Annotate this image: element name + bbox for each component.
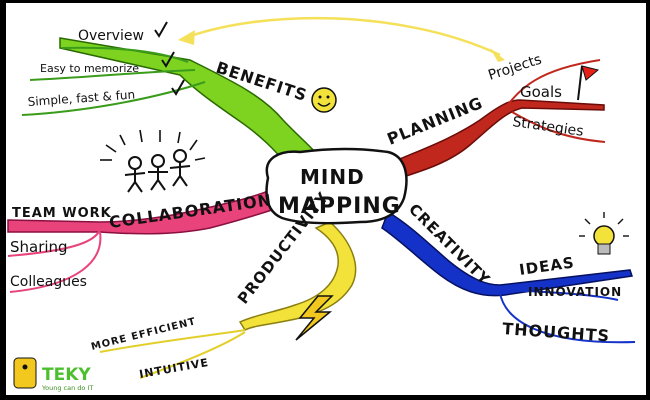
benefits-subline-2 bbox=[29, 69, 196, 81]
connector-arrow bbox=[184, 16, 501, 57]
benefits-item-overview: Overview bbox=[78, 28, 144, 44]
planning-branch bbox=[392, 99, 605, 179]
center-node bbox=[265, 147, 408, 225]
benefits-subline-3 bbox=[21, 81, 206, 116]
planning-subline-1 bbox=[504, 59, 601, 109]
creativity-subline-3 bbox=[499, 292, 636, 344]
collaboration-item-sharing: Sharing bbox=[10, 238, 68, 256]
creativity-item-innovation: INNOVATION bbox=[528, 285, 622, 299]
logo-tagline: Young can do IT bbox=[41, 384, 93, 392]
sparkle-lines bbox=[100, 129, 206, 161]
center-title-line1: MIND bbox=[300, 165, 365, 189]
planning-subline-3 bbox=[511, 111, 606, 143]
benefits-subline-1 bbox=[61, 46, 189, 63]
logo-name: TEKY bbox=[42, 365, 91, 385]
teky-logo: TEKY Young can do IT bbox=[13, 357, 93, 392]
check-icon-easy bbox=[161, 51, 175, 68]
benefits-item-easy: Easy to memorize bbox=[40, 62, 139, 75]
connector-arrowhead-right bbox=[490, 48, 505, 62]
connector-arrowhead-left bbox=[178, 30, 195, 45]
light-bulb-icon bbox=[579, 212, 629, 255]
planning-item-goals: Goals bbox=[520, 83, 562, 101]
productivity-subline-2 bbox=[139, 331, 246, 379]
lightning-icon bbox=[295, 295, 334, 341]
check-icon-overview bbox=[154, 21, 168, 38]
smiley-face-icon bbox=[311, 87, 337, 113]
productivity-branch bbox=[238, 221, 357, 331]
check-icon-simple bbox=[171, 79, 185, 96]
collaboration-item-colleagues: Colleagues bbox=[10, 274, 87, 290]
collaboration-subline-3 bbox=[9, 231, 102, 293]
collaboration-item-teamwork: TEAM WORK bbox=[12, 206, 112, 221]
people-icon bbox=[124, 149, 191, 193]
flag-icon bbox=[577, 65, 600, 101]
productivity-subline-1 bbox=[99, 329, 246, 353]
creativity-branch bbox=[381, 210, 633, 297]
collaboration-subline-2 bbox=[7, 229, 101, 257]
creativity-subline-2 bbox=[499, 289, 619, 301]
center-title-line2: MAPPING bbox=[278, 194, 401, 219]
